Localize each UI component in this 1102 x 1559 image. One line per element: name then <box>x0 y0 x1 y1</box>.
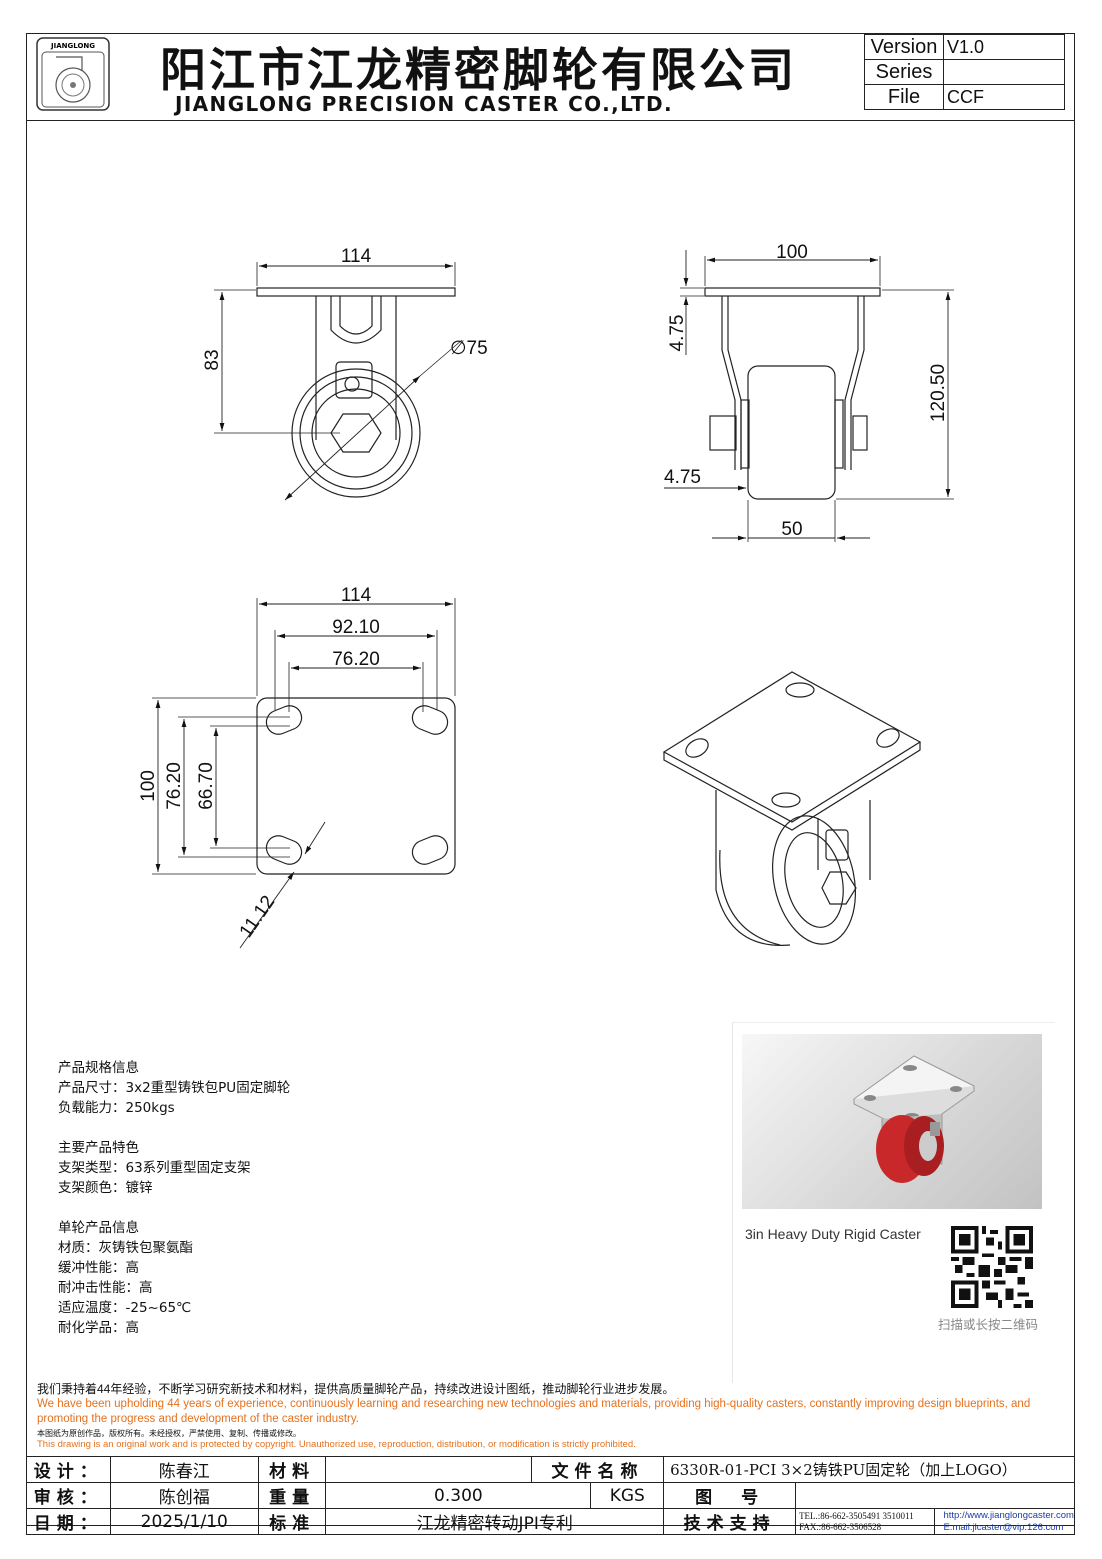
design-label: 设计： <box>26 1456 111 1483</box>
date-value: 2025/1/10 <box>109 1508 259 1535</box>
fax: FAX.:86-662-3506528 <box>799 1521 882 1532</box>
header-divider <box>26 120 1075 121</box>
spec-temperature: 适应温度：-25~65℃ <box>58 1300 192 1316</box>
qr-caption: 扫描或长按二维码 <box>938 1317 1039 1332</box>
legal-en: This drawing is an original work and is … <box>37 1439 636 1450</box>
date-label: 日期： <box>26 1508 111 1535</box>
weight-unit: KGS <box>590 1482 665 1509</box>
support-label: 技术支持 <box>663 1508 797 1535</box>
filename-value: 6330R-01-PCI 3×2铸铁PU固定轮（加上LOGO） <box>663 1456 1075 1483</box>
spec-size: 产品尺寸：3x2重型铸铁包PU固定脚轮 <box>58 1080 291 1096</box>
spec-group-title: 单轮产品信息 <box>58 1220 139 1236</box>
dim-front-width: 114 <box>341 246 372 267</box>
dim-side-width: 100 <box>776 242 808 263</box>
spec-load: 负载能力：250kgs <box>58 1100 175 1116</box>
dim-wheel-width: 50 <box>781 519 802 540</box>
logo-text: JIANGLONG <box>50 42 95 50</box>
standard-label: 标准 <box>257 1508 327 1535</box>
reviewer-name: 陈创福 <box>109 1482 259 1509</box>
spec-bracket-color: 支架颜色：镀锌 <box>58 1180 153 1196</box>
front-view <box>214 262 463 501</box>
file-value: CCF <box>943 84 1065 110</box>
photo-caption: 3in Heavy Duty Rigid Caster <box>745 1226 921 1242</box>
review-label: 审核： <box>26 1482 111 1509</box>
dim-side-offset-bottom: 4.75 <box>664 467 701 488</box>
spec-group-title: 主要产品特色 <box>58 1140 139 1156</box>
dim-side-height: 120.50 <box>928 364 949 422</box>
filename-label: 文件名称 <box>530 1456 665 1483</box>
material-value <box>325 1456 532 1483</box>
company-logo: JIANGLONG <box>36 37 110 111</box>
spec-impact: 耐冲击性能：高 <box>58 1280 153 1296</box>
statement-en: We have been upholding 44 years of exper… <box>37 1398 1031 1425</box>
drawing-no-value <box>795 1482 1075 1509</box>
weight-label: 重量 <box>257 1482 327 1509</box>
legal-cn: 本图纸为原创作品，版权所有。未经授权，严禁使用、复制、传播或修改。 <box>37 1429 301 1438</box>
website-link[interactable]: http://www.jianglongcaster.com <box>943 1509 1074 1521</box>
spec-bracket-type: 支架类型：63系列重型固定支架 <box>58 1160 251 1176</box>
company-statement: 我们秉持着44年经验，不断学习研究新技术和材料，提供高质量脚轮产品，持续改进设计… <box>37 1380 1077 1450</box>
dim-hole-vspan-inner: 66.70 <box>196 762 217 810</box>
spec-panel: 产品规格信息 产品尺寸：3x2重型铸铁包PU固定脚轮 负载能力：250kgs 主… <box>58 1058 290 1358</box>
side-view <box>664 250 954 542</box>
dim-plate-height: 100 <box>138 770 159 802</box>
product-photo <box>742 1034 1042 1209</box>
dim-slot-width: 11.12 <box>236 892 280 942</box>
dim-wheel-diameter: ∅75 <box>450 338 488 359</box>
material-label: 材料 <box>257 1456 327 1483</box>
dim-hole-span-outer: 92.10 <box>332 617 380 638</box>
spec-chemical: 耐化学品：高 <box>58 1320 139 1336</box>
contact-web: http://www.jianglongcaster.com E.mail:jl… <box>934 1508 1075 1535</box>
spec-group-title: 产品规格信息 <box>58 1060 139 1076</box>
company-name-en: JIANGLONG PRECISION CASTER CO.,LTD. <box>175 92 673 116</box>
statement-cn: 我们秉持着44年经验，不断学习研究新技术和材料，提供高质量脚轮产品，持续改进设计… <box>37 1382 675 1396</box>
email-link[interactable]: E.mail:jlcaster@vip.126.com <box>943 1521 1064 1533</box>
title-block: 设计： 陈春江 材料 文件名称 6330R-01-PCI 3×2铸铁PU固定轮（… <box>26 1456 1075 1535</box>
drawing-no-label: 图 号 <box>663 1482 797 1509</box>
spec-cushion: 缓冲性能：高 <box>58 1260 139 1276</box>
company-name-cn: 阳江市江龙精密脚轮有限公司 <box>160 43 797 97</box>
tel: TEL.:86-662-3505491 3510011 <box>799 1510 914 1521</box>
isometric-view <box>662 671 922 946</box>
dim-front-height: 83 <box>202 349 223 370</box>
dim-plate-width: 114 <box>341 585 372 606</box>
technical-drawings: 114 83 ∅75 100 4.75 120.50 4.75 50 <box>138 242 954 949</box>
version-label: Version <box>864 34 944 60</box>
qr-code[interactable] <box>951 1226 1033 1308</box>
designer-name: 陈春江 <box>109 1456 259 1483</box>
plate-view <box>152 598 456 949</box>
contact-phone: TEL.:86-662-3505491 3510011 FAX.:86-662-… <box>795 1508 936 1535</box>
spec-material: 材质：灰铸铁包聚氨酯 <box>58 1240 193 1256</box>
standard-value: 江龙精密转动JPI专利 <box>325 1508 665 1535</box>
dim-side-offset-top: 4.75 <box>667 315 688 352</box>
dim-hole-vspan-outer: 76.20 <box>164 762 185 810</box>
weight-value: 0.300 <box>325 1482 592 1509</box>
dim-hole-span-inner: 76.20 <box>332 649 380 670</box>
photo-panel <box>732 1022 1055 1383</box>
